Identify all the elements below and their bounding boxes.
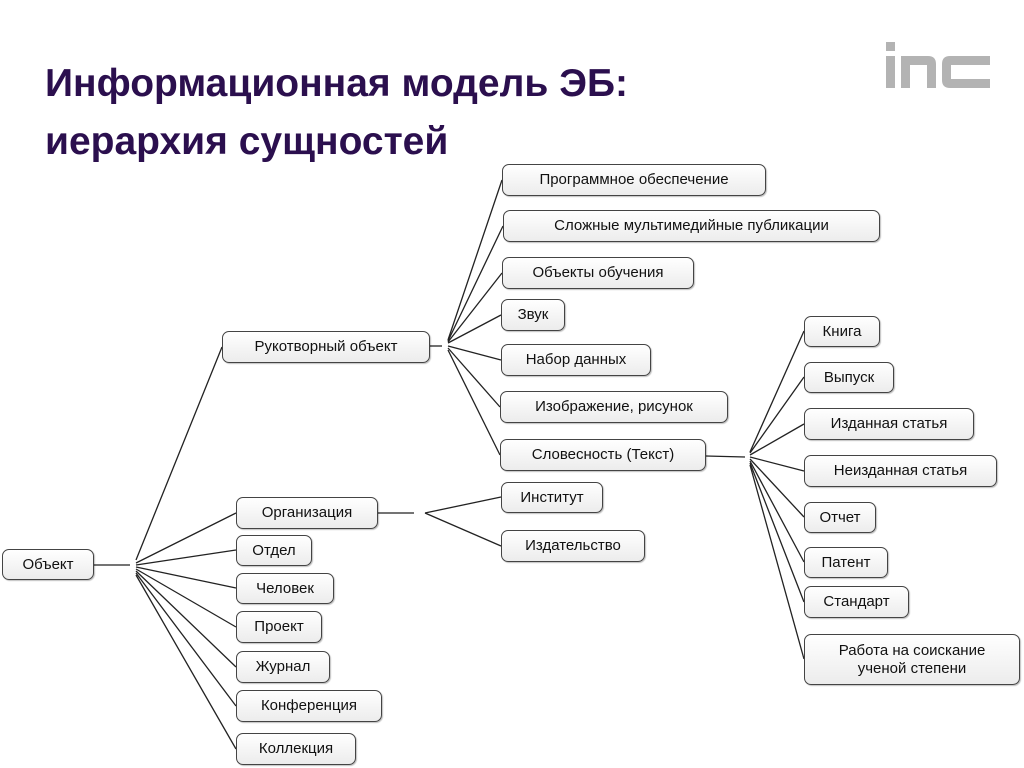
node-report: Отчет <box>804 502 876 533</box>
node-book: Книга <box>804 316 880 347</box>
node-institute: Институт <box>501 482 603 513</box>
inc-logo <box>886 42 990 88</box>
node-patent: Патент <box>804 547 888 578</box>
node-standard: Стандарт <box>804 586 909 618</box>
node-department: Отдел <box>236 535 312 566</box>
node-published-article: Изданная статья <box>804 408 974 440</box>
node-collection: Коллекция <box>236 733 356 765</box>
node-unpublished-article: Неизданная статья <box>804 455 997 487</box>
node-journal: Журнал <box>236 651 330 683</box>
node-person: Человек <box>236 573 334 604</box>
node-handmade: Рукотворный объект <box>222 331 430 363</box>
node-organization: Организация <box>236 497 378 529</box>
node-publisher: Издательство <box>501 530 645 562</box>
page-title: Информационная модель ЭБ: иерархия сущно… <box>45 62 628 163</box>
node-root: Объект <box>2 549 94 580</box>
node-learning: Объекты обучения <box>502 257 694 289</box>
node-software: Программное обеспечение <box>502 164 766 196</box>
node-multimedia: Сложные мультимедийные публикации <box>503 210 880 242</box>
node-issue: Выпуск <box>804 362 894 393</box>
node-conference: Конференция <box>236 690 382 722</box>
node-text: Словесность (Текст) <box>500 439 706 471</box>
node-project: Проект <box>236 611 322 643</box>
node-image: Изображение, рисунок <box>500 391 728 423</box>
node-thesis: Работа на соискание ученой степени <box>804 634 1020 685</box>
node-sound: Звук <box>501 299 565 331</box>
node-dataset: Набор данных <box>501 344 651 376</box>
